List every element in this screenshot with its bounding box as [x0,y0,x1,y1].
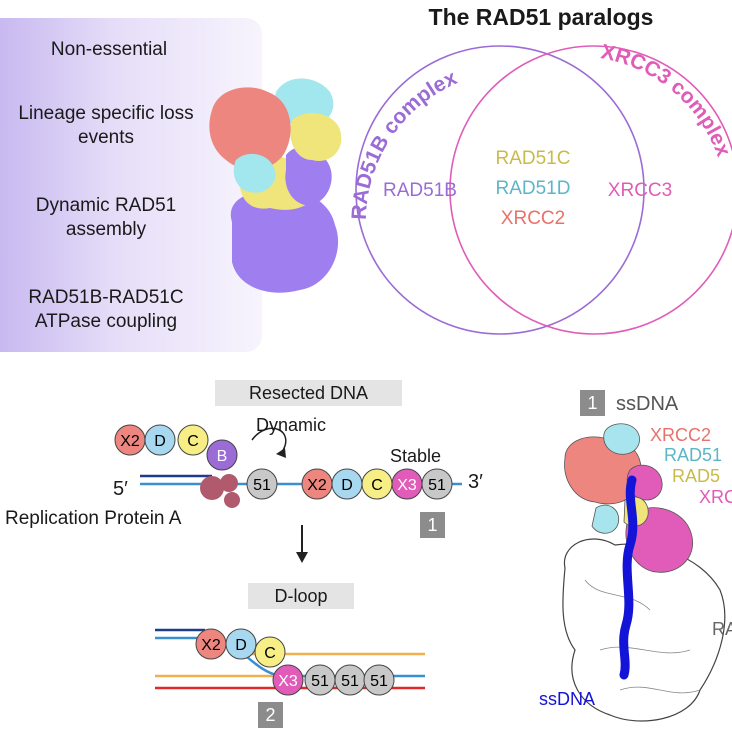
venn-label-xrcc3-complex: XRCC3 complex [599,40,732,160]
dloop-node-x3: X3 [278,673,298,690]
node-x3-stable: X3 [397,477,417,494]
svg-text:XRCC3 complex: XRCC3 complex [599,40,732,160]
venn-xrcc2: XRCC2 [501,208,565,229]
venn-rad51d: RAD51D [496,178,571,199]
property-lineage-loss: Lineage specific loss events [18,103,194,148]
structure-label-rad51d: RAD51 [664,445,723,465]
structure-label-xrcc3: XRC [699,487,732,507]
structure-label-ssdna: ssDNA [539,689,596,709]
venn-circle-xrcc3 [449,45,732,335]
label-five-prime: 5′ [113,478,128,500]
property-non-essential: Non-essential [50,39,168,60]
node-rad51-stable: 51 [428,477,446,494]
property-dynamic-assembly: Dynamic RAD51 assembly [35,195,177,240]
dloop-node-rad51-1: 51 [311,673,329,690]
step-badge-2: 2 [258,702,283,728]
label-d-loop: D-loop [248,583,354,609]
dloop-node-rad51-3: 51 [370,673,388,690]
stable-complex: X2 D C X3 51 [301,468,453,500]
page-title: The RAD51 paralogs [428,4,654,30]
structure-label-rad51: RA [712,619,732,639]
node-x2-stable: X2 [307,477,327,494]
dloop-node-c: C [264,645,276,662]
dynamic-complex: X2 D C B [114,424,238,471]
cryo-em-structure-image [562,423,726,722]
properties-panel [0,18,262,352]
structure-label-rad51c: RAD5 [672,466,721,486]
ssdna-strand [619,475,638,680]
venn-rad51c: RAD51C [496,148,571,169]
node-b: B [217,448,228,465]
structure-label-xrcc2: XRCC2 [650,425,712,445]
node-x2: X2 [120,433,140,450]
label-rpa: Replication Protein A [5,508,182,529]
dynamic-arrow [251,427,287,453]
structure-title: ssDNA [616,393,679,415]
node-c-stable: C [371,477,383,494]
node-c: C [187,433,199,450]
dloop-node-rad51-2: 51 [341,673,359,690]
label-three-prime: 3′ [468,471,483,493]
node-d: D [154,433,166,450]
node-d-stable: D [341,477,353,494]
label-dynamic: Dynamic [256,415,327,435]
rpa-protein [200,474,240,508]
dloop-node-d: D [235,637,247,654]
protein-complex-image [209,78,342,293]
structure-step-badge: 1 [580,390,605,416]
dloop-complex: X2 D C X3 51 51 51 [195,628,395,696]
node-rad51-free: 51 [253,477,271,494]
venn-xrcc3: XRCC3 [608,180,672,201]
venn-rad51b: RAD51B [383,180,457,201]
label-stable: Stable [390,446,442,466]
label-resected-dna: Resected DNA [215,380,402,406]
step-badge-1: 1 [420,512,445,538]
dloop-node-x2: X2 [201,637,221,654]
property-atpase-coupling: RAD51B-RAD51C ATPase coupling [28,287,184,332]
venn-circle-rad51b [355,45,645,335]
